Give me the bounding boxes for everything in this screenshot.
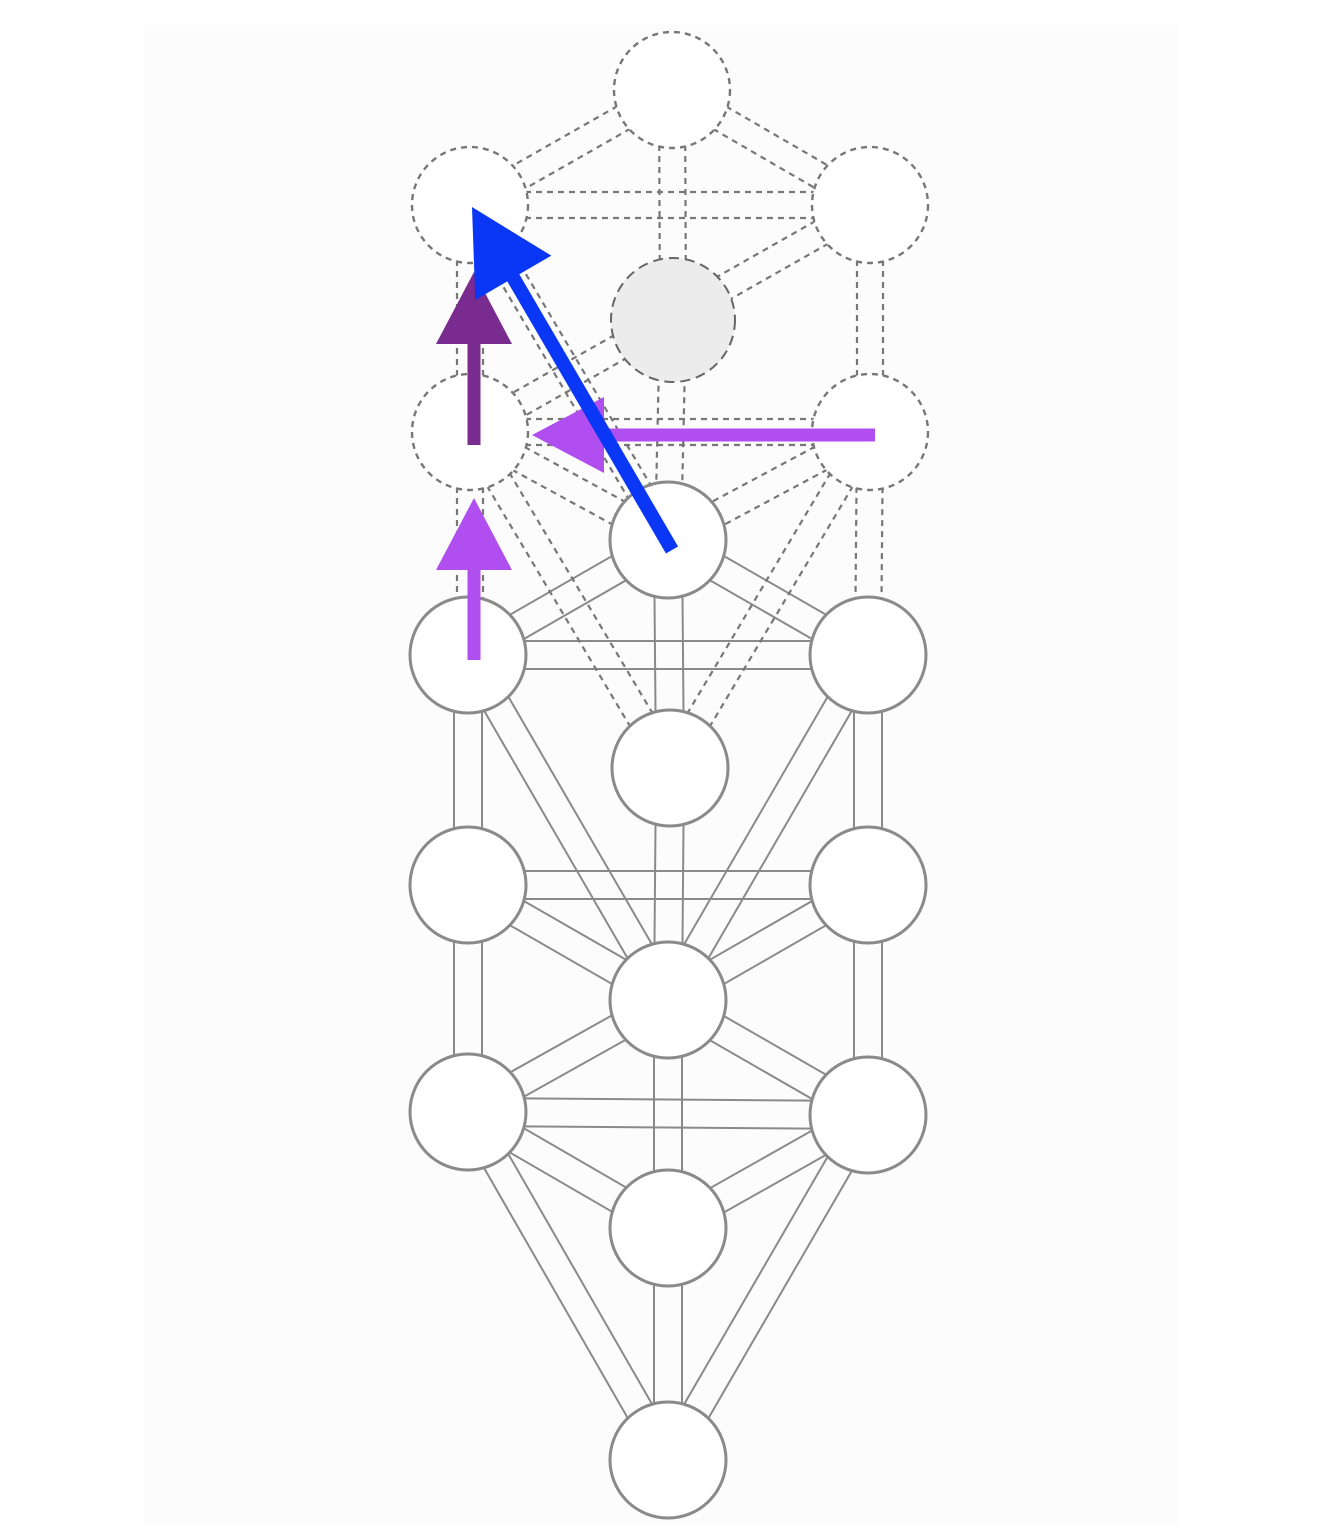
lower-path-22-rail-b (679, 1121, 881, 1468)
lower-path-21-rail-a (454, 1118, 657, 1468)
upper-path-7 (457, 197, 681, 548)
lower-node-m4 (610, 708, 730, 828)
lower-path-7-rail-a (455, 661, 657, 1008)
upper-path-4 (470, 190, 870, 220)
lower-path-22 (655, 1107, 881, 1468)
lower-path-21 (454, 1104, 682, 1468)
lower-path-18-rail-b (468, 1097, 869, 1103)
lower-path-8-rail-a (655, 647, 857, 994)
arrow-lower-up-head (436, 498, 512, 570)
upper-path-7-rail-a (457, 211, 658, 548)
arrow-lower-up (436, 498, 512, 660)
lower-path-4 (468, 640, 868, 670)
lower-path-8-rail-b (679, 661, 881, 1008)
arrow-upper-up-head (436, 272, 512, 344)
nodes (408, 30, 930, 1520)
lower-path-10 (468, 870, 868, 900)
lower-path-22-rail-a (655, 1107, 857, 1454)
arrow-diagonal-head (472, 207, 552, 301)
lower-path-7-rail-b (479, 647, 681, 994)
hidden-node (610, 257, 736, 383)
arrow-upper-up (436, 272, 512, 445)
arrows (436, 207, 875, 660)
lower-path-21-rail-b (479, 1104, 682, 1454)
upper-node-n1 (612, 30, 732, 150)
lower-path-18-rail-a (467, 1124, 868, 1130)
lower-node-m6 (808, 825, 928, 945)
lower-node-m3 (808, 595, 928, 715)
arrow-diagonal (472, 207, 679, 554)
arrow-diagonal-shaft (506, 272, 679, 554)
upper-node-n3 (810, 145, 930, 265)
upper-path-7-rail-b (480, 197, 681, 534)
lower-node-m11 (608, 1168, 728, 1288)
lower-node-m5 (408, 825, 528, 945)
lower-path-7 (455, 647, 681, 1008)
lower-node-m7 (608, 940, 728, 1060)
lower-node-m10 (608, 1400, 728, 1520)
lower-path-18 (467, 1097, 869, 1130)
upper-path-10 (470, 417, 870, 447)
lower-node-m8 (408, 1052, 528, 1172)
lower-path-8 (655, 647, 881, 1008)
lower-node-m9 (808, 1055, 928, 1175)
